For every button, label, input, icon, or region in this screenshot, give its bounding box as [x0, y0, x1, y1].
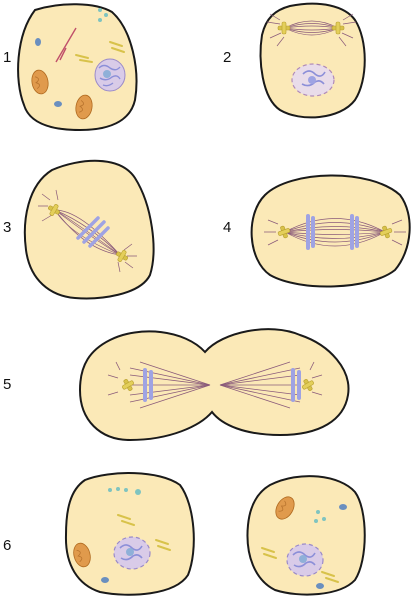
- daughter-cell-right: [246, 475, 366, 596]
- cell-anaphase: [250, 174, 411, 288]
- nucleus: [113, 536, 151, 570]
- cell-membrane: [17, 3, 138, 132]
- vesicle: [104, 13, 108, 17]
- endoplasmic-reticulum: [55, 27, 77, 63]
- cell-prometaphase: [23, 159, 155, 300]
- vesicle: [108, 488, 112, 492]
- cell-membrane: [64, 472, 195, 596]
- cell-membrane: [23, 159, 155, 300]
- chromosomes: [76, 216, 110, 248]
- vesicle: [124, 488, 128, 492]
- vesicle: [35, 38, 41, 46]
- vesicle: [316, 583, 324, 589]
- nucleus: [94, 58, 126, 92]
- nucleus: [286, 543, 324, 577]
- vesicle: [101, 577, 109, 583]
- vesicle: [98, 8, 102, 12]
- vesicle: [314, 519, 318, 523]
- stage-label-6: 6: [3, 537, 12, 554]
- daughter-cell-left: [64, 472, 195, 596]
- stage-label-3: 3: [3, 219, 12, 236]
- vesicle: [316, 510, 320, 514]
- mitotic-spindle: [264, 218, 406, 247]
- golgi: [75, 41, 125, 63]
- stage-label-5: 5: [3, 376, 12, 393]
- stage-label-2: 2: [223, 49, 232, 66]
- vesicle: [322, 517, 326, 521]
- chromosomes: [306, 214, 359, 250]
- cell-prophase: [259, 2, 366, 119]
- golgi: [117, 514, 171, 551]
- vesicle: [98, 18, 102, 22]
- golgi: [261, 547, 339, 583]
- cell-membrane: [250, 174, 411, 288]
- cell-membrane: [78, 328, 350, 442]
- vesicle: [54, 101, 62, 107]
- chromosomes: [143, 368, 301, 402]
- nucleus: [291, 63, 335, 97]
- cell-telophase: [78, 328, 350, 442]
- vesicle: [135, 489, 141, 495]
- cell-interphase: [17, 3, 138, 132]
- stage-label-1: 1: [3, 49, 12, 66]
- stage-label-4: 4: [223, 219, 232, 236]
- cell-membrane: [246, 475, 366, 596]
- vesicle: [116, 487, 120, 491]
- vesicle: [339, 504, 347, 510]
